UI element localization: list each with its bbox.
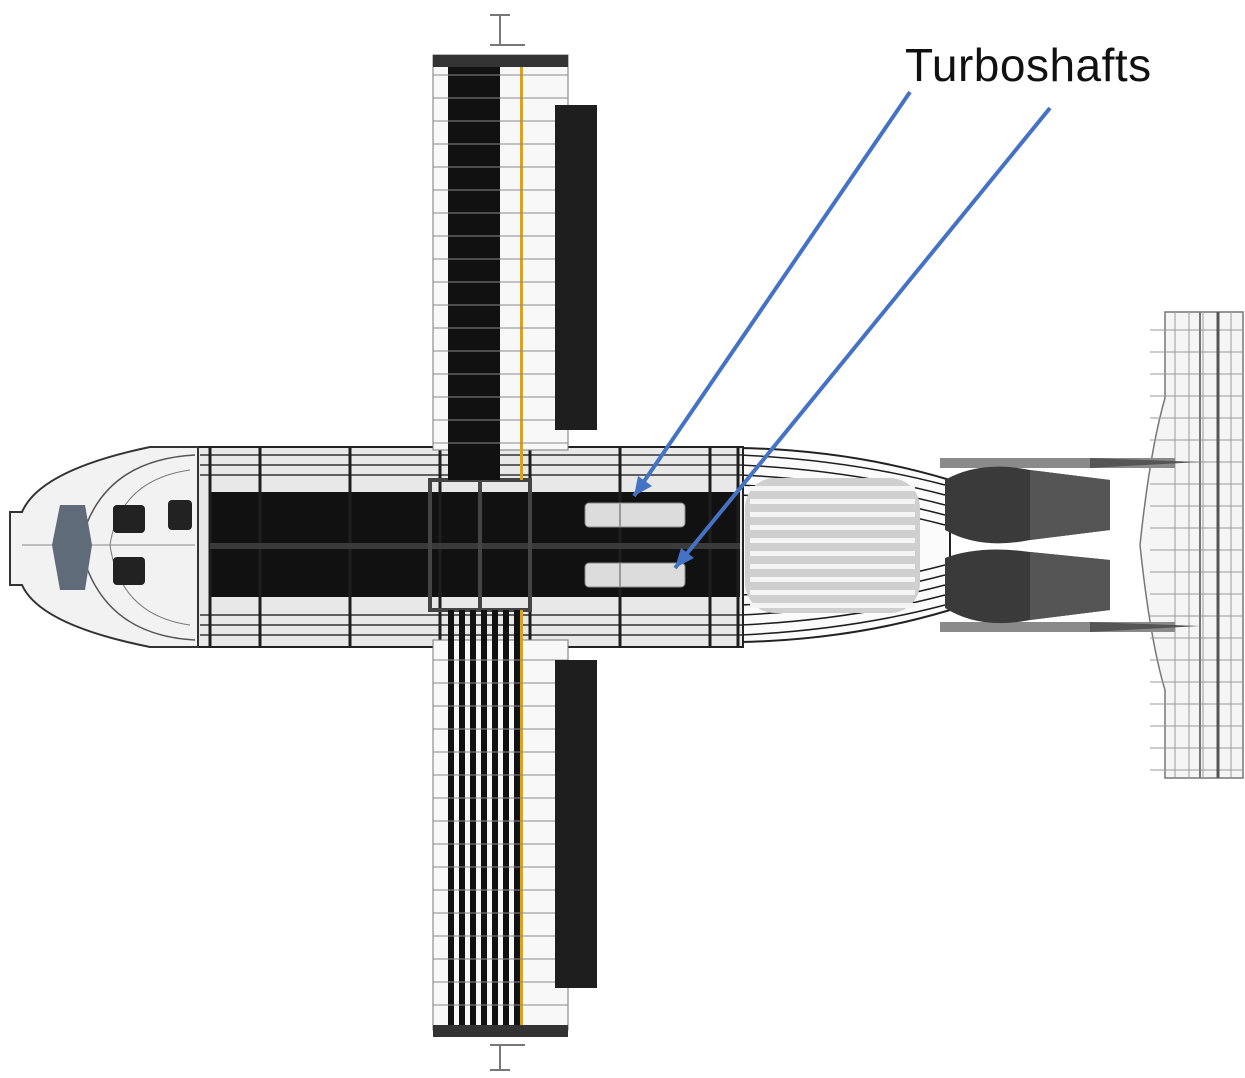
tip-fitting-upper [490, 14, 525, 46]
fairing-stripe [750, 564, 915, 569]
wing-stripe [459, 610, 465, 1030]
wing-stripe [492, 610, 498, 1030]
fuselage-nose-canopy [9, 446, 199, 648]
turboshaft-engines [584, 502, 686, 588]
tail-plane [1139, 311, 1244, 779]
wing-stripe [481, 610, 487, 1030]
aft-fuselage [739, 446, 951, 644]
wing-stripe [470, 610, 476, 1030]
arrowhead-lower [675, 548, 694, 568]
wing-tip-nacelle-lower [433, 1025, 568, 1037]
tail-booms [940, 458, 1200, 632]
turboshaft-engine-lower [584, 562, 686, 588]
arrow-lower-engine [673, 106, 1052, 570]
annotation-arrows [632, 90, 1052, 570]
wing-lower [432, 610, 597, 1071]
fairing-stripe [750, 603, 915, 608]
turboshaft-engine-upper [584, 502, 686, 528]
arrow-upper-engine [632, 90, 912, 498]
fairing-stripe [750, 551, 915, 556]
fairing-stripe [750, 538, 915, 543]
engine-exhaust-nozzles [945, 466, 1110, 624]
fairing-stripe [750, 525, 915, 530]
arrowhead-upper [634, 476, 652, 496]
fairing-stripe [750, 577, 915, 582]
crew-seats [113, 500, 192, 585]
turboshafts-label: Turboshafts [905, 39, 1152, 91]
wing-stripe [448, 610, 454, 1030]
fairing-stripe [750, 590, 915, 595]
wing-upper [432, 14, 597, 480]
fairing-stripe [750, 512, 915, 517]
fairing-stripe [750, 499, 915, 504]
wing-tip-nacelle-upper [433, 55, 568, 67]
fairing-stripe [750, 486, 915, 491]
wing-stripe [514, 610, 520, 1030]
tip-fitting-lower [490, 1044, 525, 1071]
wing-stripe [503, 610, 509, 1030]
